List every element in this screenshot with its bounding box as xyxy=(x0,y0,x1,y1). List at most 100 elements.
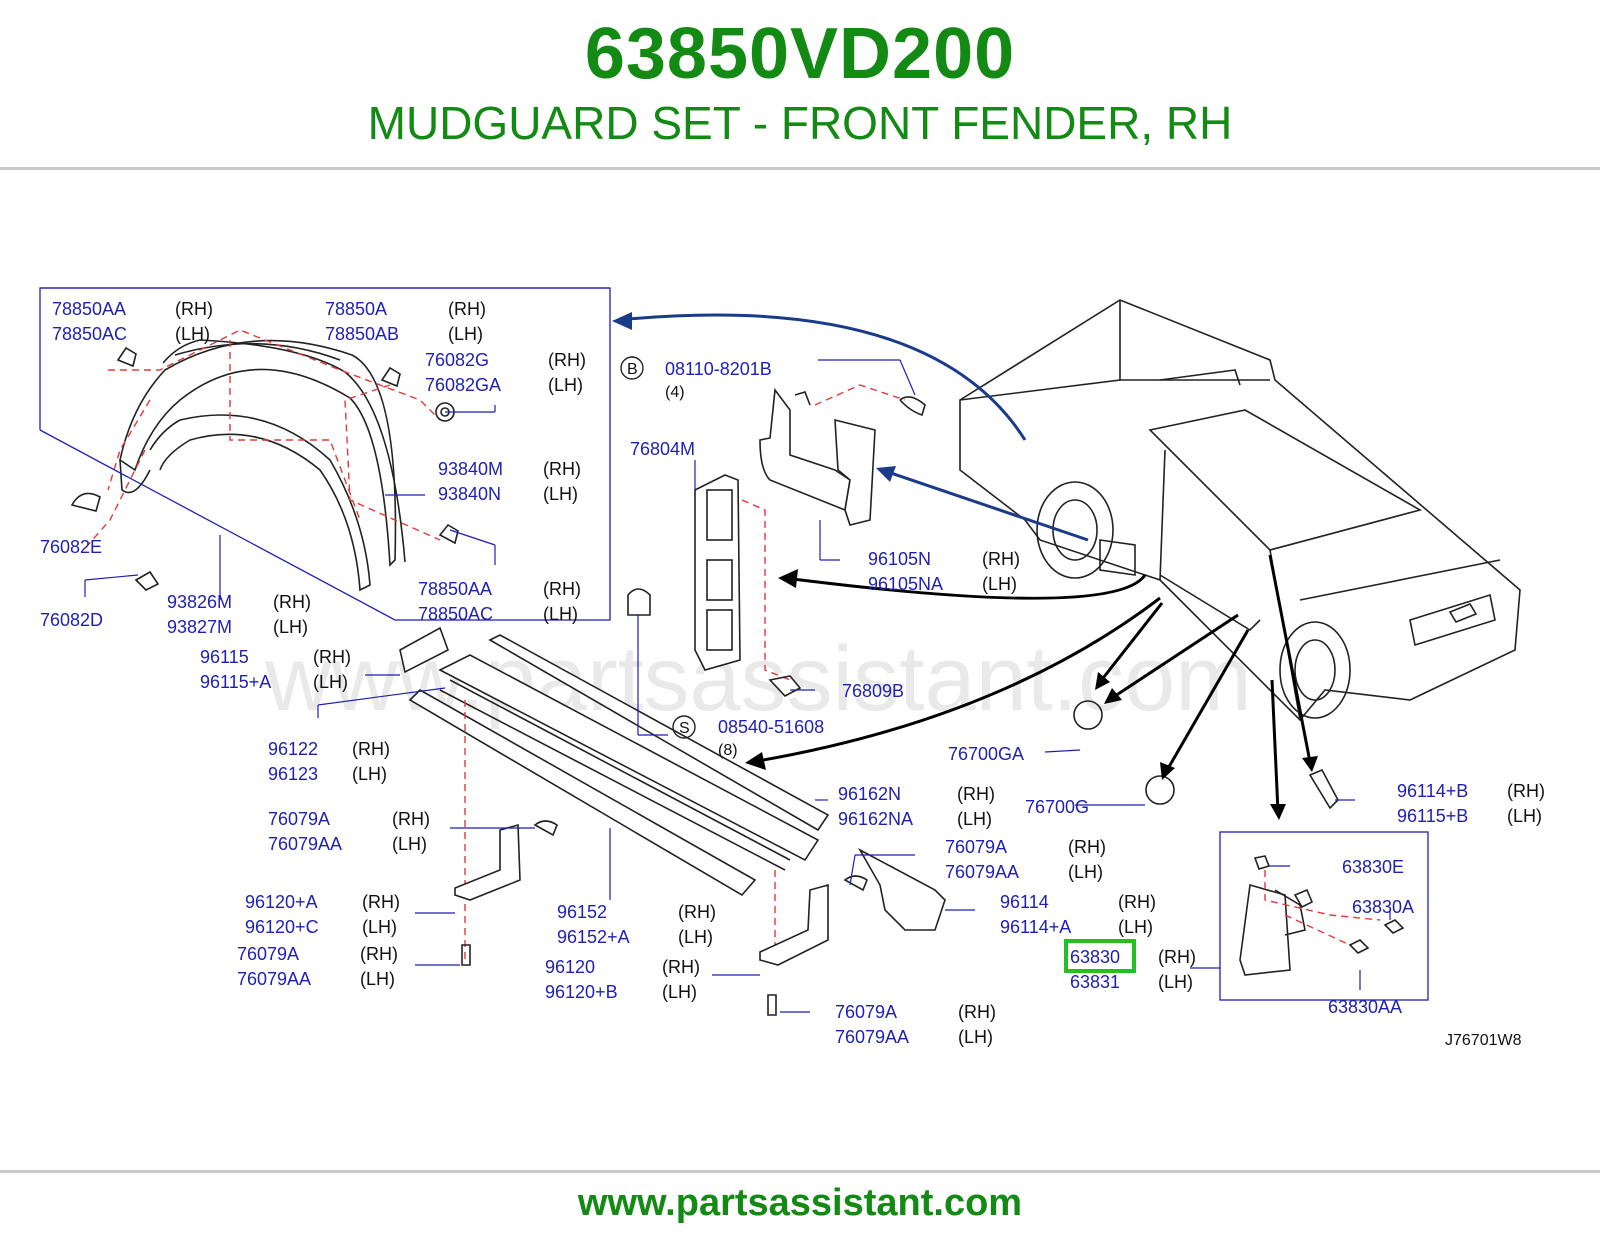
callout-96115a-side: (LH) xyxy=(313,672,348,692)
callout-76079a-4-side: (RH) xyxy=(958,1002,996,1022)
callout-63831-side: (LH) xyxy=(1158,972,1193,992)
callout-08110-8201b-pn[interactable]: 08110-8201B xyxy=(665,359,772,379)
callout-96105na-side: (LH) xyxy=(982,574,1017,594)
callout-96152-pn[interactable]: 96152 xyxy=(557,902,607,922)
callout-76079a-1-pn[interactable]: 76079A xyxy=(268,809,330,829)
bracket-drawing xyxy=(759,359,926,526)
callout-96114b-side: (RH) xyxy=(1507,781,1545,801)
callout-96115-pn[interactable]: 96115 xyxy=(200,647,249,667)
callout-76079a-3-pn[interactable]: 76079A xyxy=(237,944,299,964)
callout-96114a-pn[interactable]: 96114+A xyxy=(1000,917,1071,937)
callout-76700ga-pn[interactable]: 76700GA xyxy=(948,744,1024,764)
callout-08540-51608-pn[interactable]: 08540-51608 xyxy=(718,717,824,737)
callout-96120b-pn[interactable]: 96120+B xyxy=(545,982,618,1002)
badge-s: S xyxy=(679,720,690,737)
callout-76079a-2-pn[interactable]: 76079A xyxy=(945,837,1007,857)
callout-93827m-pn[interactable]: 93827M xyxy=(167,617,232,637)
callout-96162na-side: (LH) xyxy=(957,809,992,829)
callout-96123-side: (LH) xyxy=(352,764,387,784)
callout-76804m-pn[interactable]: 76804M xyxy=(630,439,695,459)
header: 63850VD200 MUDGUARD SET - FRONT FENDER, … xyxy=(0,0,1600,168)
callout-93840n-pn[interactable]: 93840N xyxy=(438,484,501,504)
callout-78850ac-pn[interactable]: 78850AC xyxy=(52,324,127,344)
callout-96120c-side: (LH) xyxy=(362,917,397,937)
callout-96115a-pn[interactable]: 96115+A xyxy=(200,672,271,692)
callout-08540-51608-qty: (8) xyxy=(718,742,738,759)
callout-78850aa-side: (RH) xyxy=(175,299,213,319)
callout-08110-8201b-qty: (4) xyxy=(665,384,685,401)
callout-96114-side: (RH) xyxy=(1118,892,1156,912)
callout-76079aa-2-side: (LH) xyxy=(1068,862,1103,882)
cap-76700g-drawing xyxy=(1145,775,1175,805)
callout-76082d-pn[interactable]: 76082D xyxy=(40,610,103,630)
callout-76082g-pn[interactable]: 76082G xyxy=(425,350,489,370)
callout-76079aa-3-pn[interactable]: 76079AA xyxy=(237,969,311,989)
step-bar-drawing xyxy=(627,474,802,697)
callout-96123-pn[interactable]: 96123 xyxy=(268,764,318,784)
callout-76079a-1-side: (RH) xyxy=(392,809,430,829)
callout-76079aa-2-pn[interactable]: 76079AA xyxy=(945,862,1019,882)
callout-96162n-side: (RH) xyxy=(957,784,995,804)
fender-group-outline xyxy=(39,287,611,621)
callout-78850ac-lower-side: (LH) xyxy=(543,604,578,624)
callout-76079a-4-pn[interactable]: 76079A xyxy=(835,1002,897,1022)
callout-96115-side: (RH) xyxy=(313,647,351,667)
callout-76079aa-1-pn[interactable]: 76079AA xyxy=(268,834,342,854)
locator-arrows xyxy=(612,312,1318,820)
callout-76700g-pn[interactable]: 76700G xyxy=(1025,797,1089,817)
line-art xyxy=(39,287,1521,1016)
truck-drawing xyxy=(959,299,1521,722)
callout-96162na-pn[interactable]: 96162NA xyxy=(838,809,913,829)
callout-78850ac-side: (LH) xyxy=(175,324,210,344)
callout-96105na-pn[interactable]: 96105NA xyxy=(868,574,943,594)
callout-96114a-side: (LH) xyxy=(1118,917,1153,937)
callout-76079aa-4-pn[interactable]: 76079AA xyxy=(835,1027,909,1047)
callout-96162n-pn[interactable]: 96162N xyxy=(838,784,901,804)
callout-63830e-pn[interactable]: 63830E xyxy=(1342,857,1404,877)
callout-96122-pn[interactable]: 96122 xyxy=(268,739,318,759)
callout-96120c-pn[interactable]: 96120+C xyxy=(245,917,319,937)
callout-78850ab-pn[interactable]: 78850AB xyxy=(325,324,399,344)
callouts: 78850AA (RH) 78850AC (LH) 78850A (RH) 78… xyxy=(40,299,1545,1049)
callout-96120b-side: (LH) xyxy=(662,982,697,1002)
callout-78850a-side: (RH) xyxy=(448,299,486,319)
callout-96120-pn[interactable]: 96120 xyxy=(545,957,595,977)
badge-circle-s xyxy=(672,715,696,739)
callout-96115b-pn[interactable]: 96115+B xyxy=(1397,806,1468,826)
callout-63831-pn[interactable]: 63831 xyxy=(1070,972,1120,992)
callout-78850a-pn[interactable]: 78850A xyxy=(325,299,387,319)
callout-96114b-pn[interactable]: 96114+B xyxy=(1397,781,1468,801)
callout-96105n-pn[interactable]: 96105N xyxy=(868,549,931,569)
callout-76082ga-pn[interactable]: 76082GA xyxy=(425,375,501,395)
part-description: MUDGUARD SET - FRONT FENDER, RH xyxy=(367,97,1233,149)
plate-drawing xyxy=(1308,768,1339,810)
callout-78850ac-lower-pn[interactable]: 78850AC xyxy=(418,604,493,624)
callout-96152a-pn[interactable]: 96152+A xyxy=(557,927,630,947)
footer-url[interactable]: www.partsassistant.com xyxy=(577,1182,1023,1224)
callout-63830-side: (RH) xyxy=(1158,947,1196,967)
drawing-code: J76701W8 xyxy=(1445,1032,1522,1049)
callout-63830a-pn[interactable]: 63830A xyxy=(1352,897,1414,917)
cap-76700ga-drawing xyxy=(1073,700,1103,730)
callout-93826m-pn[interactable]: 93826M xyxy=(167,592,232,612)
callout-93827m-side: (LH) xyxy=(273,617,308,637)
callout-63830-pn-highlighted[interactable]: 63830 xyxy=(1070,947,1120,967)
mudguard-drawing xyxy=(1239,855,1405,976)
callout-78850aa-lower-pn[interactable]: 78850AA xyxy=(418,579,492,599)
badge-b: B xyxy=(627,361,638,378)
callout-63830aa-pn[interactable]: 63830AA xyxy=(1328,997,1402,1017)
callout-93840n-side: (LH) xyxy=(543,484,578,504)
callout-96114-pn[interactable]: 96114 xyxy=(1000,892,1049,912)
splash-shield-drawing xyxy=(857,847,946,931)
callout-78850aa-pn[interactable]: 78850AA xyxy=(52,299,126,319)
header-divider xyxy=(0,167,1600,170)
callout-93840m-pn[interactable]: 93840M xyxy=(438,459,503,479)
callout-76079a-2-side: (RH) xyxy=(1068,837,1106,857)
callout-76082e-pn[interactable]: 76082E xyxy=(40,537,102,557)
footer-divider xyxy=(0,1170,1600,1173)
callout-93826m-side: (RH) xyxy=(273,592,311,612)
callout-96120a-pn[interactable]: 96120+A xyxy=(245,892,318,912)
callout-78850aa-lower-side: (RH) xyxy=(543,579,581,599)
callout-76809b-pn[interactable]: 76809B xyxy=(842,681,904,701)
running-board-drawing xyxy=(399,626,830,960)
